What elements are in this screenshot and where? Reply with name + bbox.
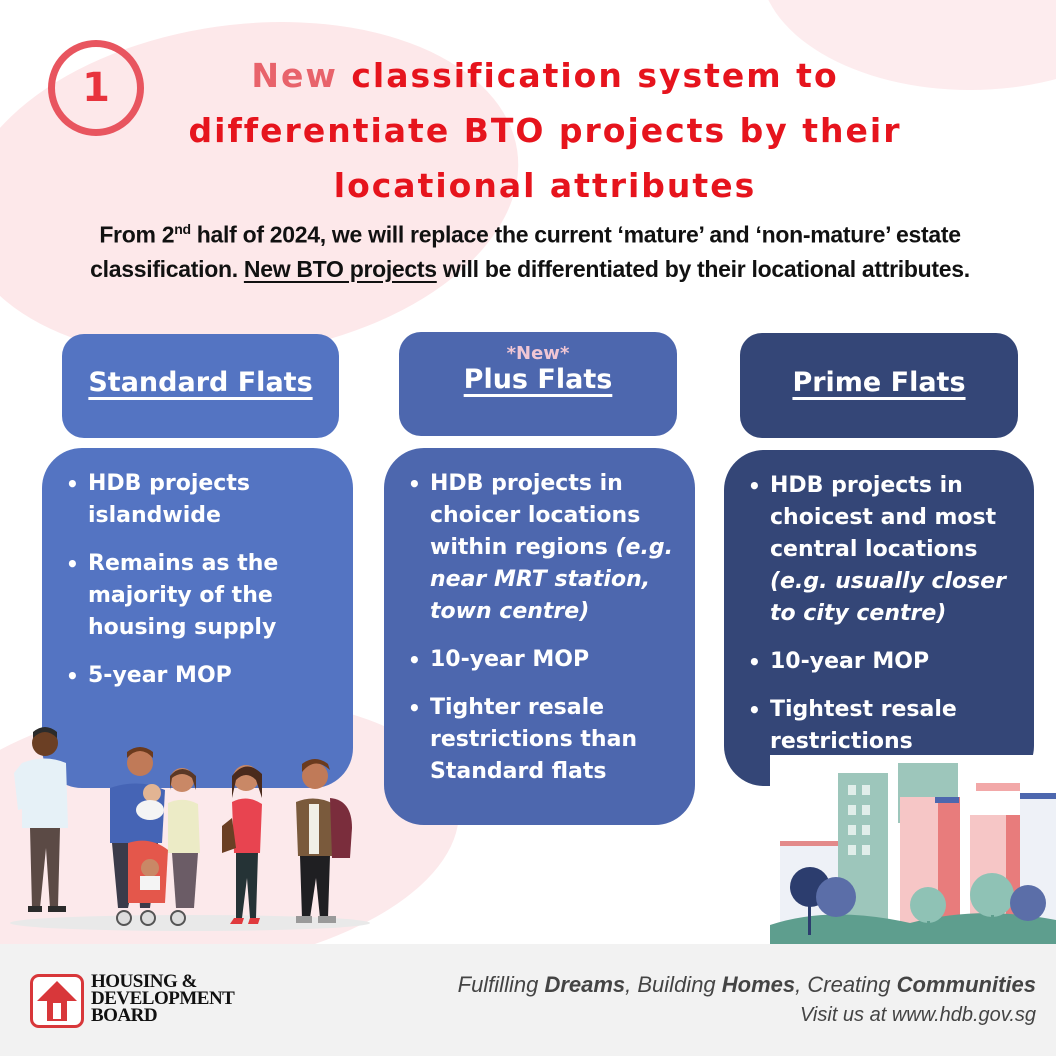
title-line-3: locational attributes	[333, 166, 757, 205]
intro-text-3: will be differentiated by their location…	[436, 255, 970, 282]
bullet-example: (e.g. usually closer to city centre)	[770, 569, 1007, 626]
website-link[interactable]: Visit us at www.hdb.gov.sg	[799, 1004, 1036, 1026]
intro-superscript: nd	[174, 221, 191, 237]
bullet-example: (e.g. near MRT station, town centre)	[430, 535, 673, 624]
bullet-text: 5-year MOP	[88, 663, 232, 688]
bullet-text: 10-year MOP	[770, 649, 930, 674]
logo-line-3: BOARD	[91, 1005, 158, 1026]
list-item: Tighter resale restrictions than Standar…	[408, 692, 675, 788]
plus-flats-details: HDB projects in choicer locations within…	[384, 448, 695, 825]
bullet-text: Tightest resale restrictions	[770, 697, 957, 754]
people-illustration	[10, 727, 370, 931]
list-item: HDB projects islandwide	[66, 468, 333, 532]
bullet-text: HDB projects islandwide	[88, 471, 250, 528]
person-woman-red-top-icon	[222, 765, 262, 924]
step-number-badge: 1	[48, 40, 144, 136]
list-item: 10-year MOP	[408, 644, 675, 676]
tagline-bold: Dreams	[544, 972, 626, 997]
intro-text-1: From 2	[99, 221, 175, 248]
list-item: Remains as the majority of the housing s…	[66, 548, 333, 644]
list-item: 10-year MOP	[748, 646, 1014, 678]
bullet-text: Tighter resale restrictions than Standar…	[430, 695, 638, 784]
footer: HOUSING & DEVELOPMENT BOARD Fulfilling D…	[0, 944, 1056, 1056]
title-line-1: classification system to	[337, 56, 839, 95]
prime-flats-list: HDB projects in choicest and most centra…	[748, 470, 1014, 758]
tagline-text: Fulfilling	[457, 972, 545, 997]
plus-flats-title: Plus Flats	[463, 364, 613, 395]
standard-flats-title: Standard Flats	[88, 367, 313, 398]
standard-flats-header: Standard Flats	[62, 334, 339, 438]
standard-flats-list: HDB projects islandwide Remains as the m…	[66, 468, 333, 692]
city-buildings-illustration	[770, 755, 1056, 945]
new-tag: *New*	[506, 343, 570, 364]
bullet-text: 10-year MOP	[430, 647, 590, 672]
plus-flats-list: HDB projects in choicer locations within…	[408, 468, 675, 788]
list-item: HDB projects in choicer locations within…	[408, 468, 675, 628]
standard-flats-details: HDB projects islandwide Remains as the m…	[42, 448, 353, 788]
plus-flats-header: *New* Plus Flats	[399, 332, 677, 436]
intro-underlined-text: New BTO projects	[243, 255, 437, 282]
prime-flats-details: HDB projects in choicest and most centra…	[724, 450, 1034, 786]
hdb-logo	[30, 974, 84, 1028]
page-title: New classification system to differentia…	[150, 48, 940, 213]
tagline-text: , Creating	[795, 972, 897, 997]
title-new-word: New	[251, 56, 338, 95]
list-item: HDB projects in choicest and most centra…	[748, 470, 1014, 630]
logo-line-2: DEVELOPMENT	[91, 988, 235, 1009]
intro-paragraph: From 2nd half of 2024, we will replace t…	[60, 212, 1000, 286]
tagline-bold: Homes	[721, 972, 796, 997]
intro-text-2: half of 2024, we will replace the curren…	[90, 221, 961, 282]
list-item: Tightest resale restrictions	[748, 694, 1014, 758]
person-man-backpack-icon	[296, 759, 352, 923]
hdb-logo-text: HOUSING & DEVELOPMENT BOARD	[91, 971, 235, 1026]
step-number: 1	[82, 65, 110, 111]
bullet-text: HDB projects in choicer locations within…	[430, 471, 641, 560]
prime-flats-title: Prime Flats	[792, 367, 966, 398]
stroller-icon	[116, 840, 186, 926]
logo-line-1: HOUSING &	[91, 971, 197, 992]
tagline-text: , Building	[625, 972, 722, 997]
house-arrow-icon	[37, 981, 77, 1021]
bullet-text: Remains as the majority of the housing s…	[88, 551, 279, 640]
tagline-bold: Communities	[896, 972, 1036, 997]
title-line-2: differentiate BTO projects by their	[188, 111, 902, 150]
person-mother-icon	[168, 768, 200, 908]
tagline: Fulfilling Dreams, Building Homes, Creat…	[458, 972, 1036, 998]
bullet-text: HDB projects in choicest and most centra…	[770, 473, 997, 562]
person-man-white-shirt-icon	[14, 727, 68, 912]
list-item: 5-year MOP	[66, 660, 333, 692]
prime-flats-header: Prime Flats	[740, 333, 1018, 438]
